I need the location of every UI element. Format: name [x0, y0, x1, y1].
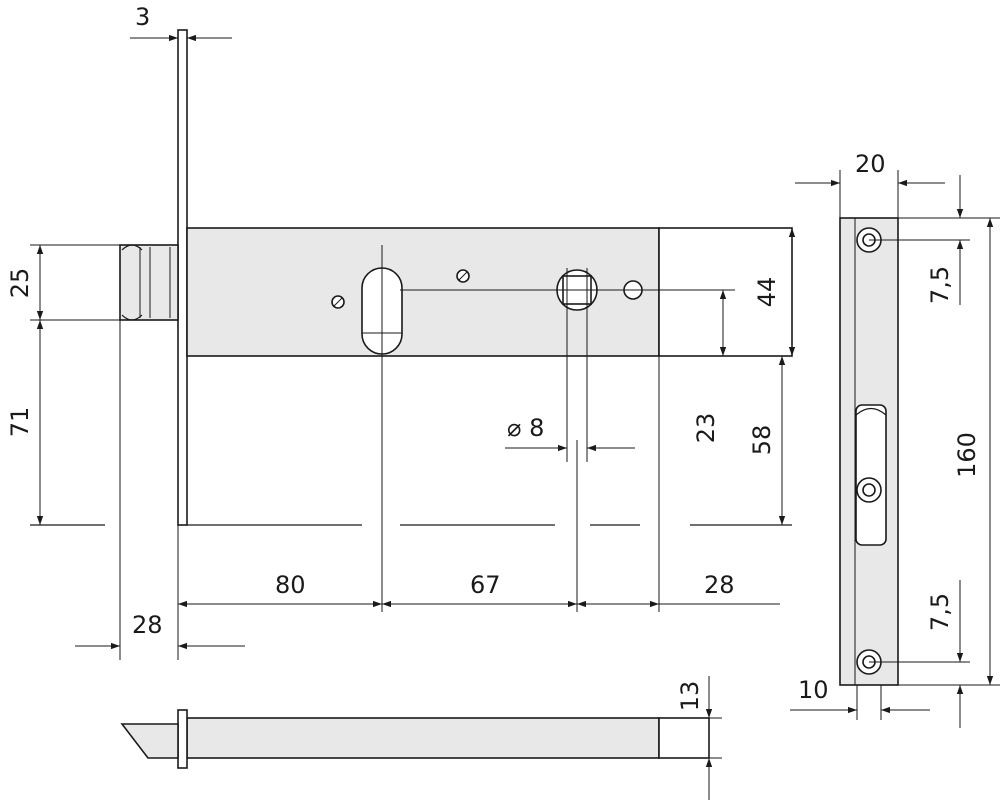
dim-hole-inset: 10: [798, 676, 829, 704]
front-dimensions: 3 25 71 44 23 58 ⌀ 8 80 67 28: [6, 3, 796, 650]
dim-spindle-to-edge: 23: [692, 413, 720, 444]
dim-faceplate-width: 20: [855, 150, 886, 178]
dim-top-hole-offset: 7,5: [926, 266, 954, 304]
case-top-extension: [658, 717, 710, 759]
dim-faceplate-length: 160: [953, 432, 981, 478]
dim-latch-projection: 28: [132, 611, 163, 639]
faceplate: [177, 29, 188, 526]
side-view: 20 7,5 160 7,5 10: [790, 150, 1000, 728]
latch-bevel-top-view: [120, 723, 179, 759]
dim-faceplate-thickness: 3: [135, 3, 150, 31]
dim-bottom-hole-offset: 7,5: [926, 593, 954, 631]
dim-latch-to-bottom: 71: [6, 407, 34, 438]
dim-spindle-to-case-end: 28: [704, 571, 735, 599]
faceplate-top-view: [177, 709, 188, 769]
dim-case-lower-height: 58: [748, 425, 776, 456]
dim-case-upper-height: 44: [753, 277, 781, 308]
dim-key-to-spindle: 67: [470, 571, 501, 599]
dim-spindle-diameter: ⌀ 8: [507, 414, 544, 442]
latch-bolt: [119, 244, 179, 321]
case-top-view: [186, 717, 660, 759]
dim-latch-height: 25: [6, 268, 34, 299]
bottom-view: 13: [120, 676, 722, 800]
front-view: [30, 29, 793, 660]
dim-backset: 80: [275, 571, 306, 599]
latch-slot: [855, 404, 887, 546]
dim-case-thickness: 13: [676, 681, 704, 712]
